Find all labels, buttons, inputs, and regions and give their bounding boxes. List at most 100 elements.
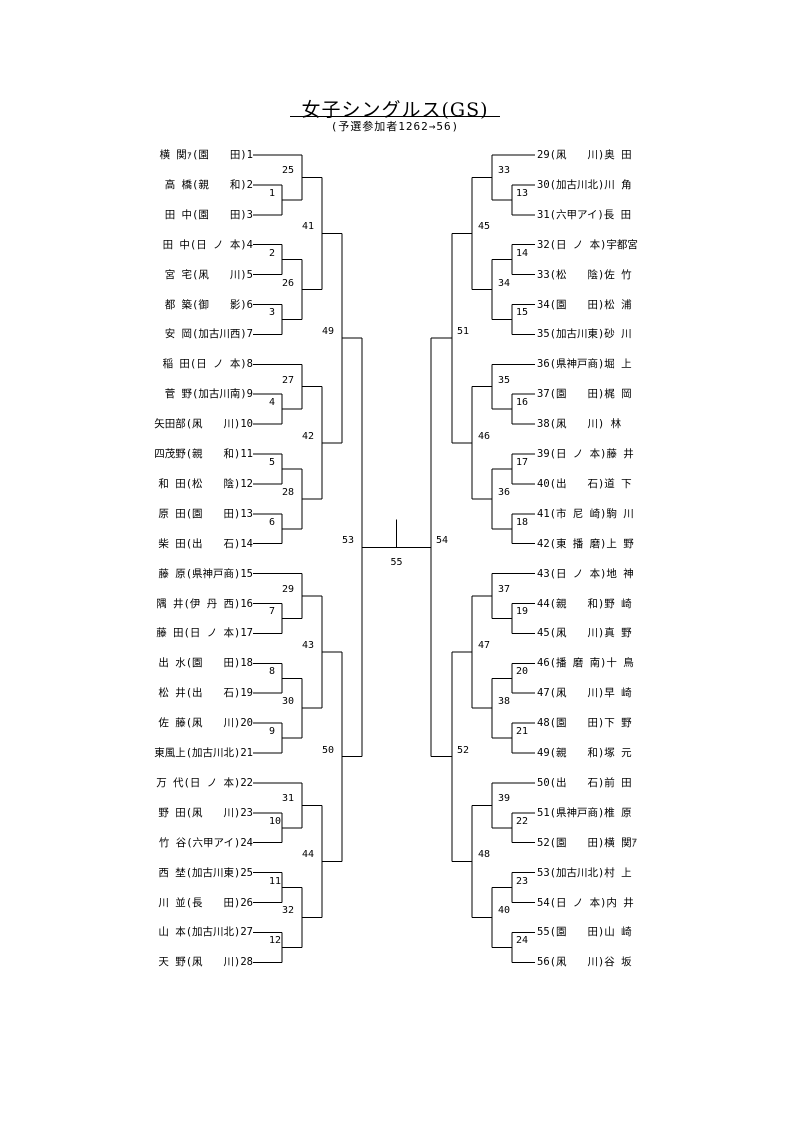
match-number: 15 [516,307,529,319]
match-number: 10 [269,815,282,827]
match-number: 48 [478,849,491,861]
match-number: 36 [498,486,511,498]
match-number: 25 [282,165,295,177]
player-entry: 山 本(加古川北)27 [158,926,253,939]
player-entry: 31(六甲アイ)長 田 [537,208,632,221]
player-entry: 48(園 田)下 野 [537,717,632,730]
player-entry: 安 岡(加古川西)7 [164,328,253,341]
player-entry: 32(日 ノ 本)宇都宮 [537,238,638,251]
match-number: 30 [282,696,295,708]
match-number: 39 [498,793,511,805]
match-number: 55 [390,557,403,569]
player-entry: 野 田(凩 川)23 [158,806,253,819]
player-entry: 藤 田(日 ノ 本)17 [156,627,253,640]
player-entry: 42(東 播 磨)上 野 [537,537,634,550]
match-number: 35 [498,374,511,386]
page-subtitle: (予選参加者1262→56) [330,120,460,133]
match-number: 54 [436,535,449,547]
match-number: 46 [478,430,491,442]
match-number: 52 [457,744,470,756]
match-number: 13 [516,187,529,199]
player-entry: 47(凩 川)早 崎 [537,687,632,700]
player-entry: 56(凩 川)谷 坂 [537,956,632,969]
player-entry: 川 並(長 田)26 [158,896,253,909]
player-entry: 稲 田(日 ノ 本)8 [162,358,253,371]
match-number: 28 [282,486,295,498]
player-entry: 宮 宅(凩 川)5 [164,268,253,281]
match-number: 9 [269,726,276,738]
match-number: 14 [516,247,529,259]
match-number: 24 [516,935,529,947]
player-entry: 矢田部(凩 川)10 [154,418,253,431]
player-entry: 44(親 和)野 崎 [537,597,632,610]
player-entry: 横 関ｧ(園 田)1 [159,149,253,161]
player-entry: 高 橋(親 和)2 [164,178,253,191]
player-entry: 都 築(御 影)6 [164,298,253,311]
player-entry: 佐 藤(凩 川)20 [158,717,253,730]
match-number: 22 [516,815,529,827]
match-number: 42 [302,430,315,442]
player-entry: 51(県神戸商)椎 原 [537,806,632,819]
player-entry: 55(園 田)山 崎 [537,926,632,939]
player-entry: 35(加古川東)砂 川 [537,328,632,341]
player-entry: 53(加古川北)村 上 [537,866,632,879]
match-number: 32 [282,905,295,917]
title-underline [290,116,500,117]
match-number: 17 [516,456,529,468]
match-number: 50 [322,744,335,756]
match-number: 20 [516,666,529,678]
match-number: 19 [516,606,529,618]
match-number: 29 [282,584,295,596]
player-entry: 39(日 ノ 本)藤 井 [537,448,634,460]
page-title: 女子シングルス(GS) [301,99,489,121]
match-number: 2 [269,247,276,259]
player-entry: 田 中(園 田)3 [164,208,253,221]
player-entry: 30(加古川北)川 角 [537,178,632,191]
player-entry: 万 代(日 ノ 本)22 [156,776,253,789]
match-number: 44 [302,849,315,861]
player-entry: 50(出 石)前 田 [537,776,632,789]
match-number: 3 [269,307,276,319]
player-entry: 四茂野(親 和)11 [154,448,253,460]
match-number: 27 [282,374,295,386]
player-entry: 東風上(加古川北)21 [154,747,253,759]
match-number: 38 [498,696,511,708]
match-number: 4 [269,397,276,409]
player-entry: 柴 田(出 石)14 [158,537,253,550]
match-number: 33 [498,165,511,177]
player-entry: 40(出 石)道 下 [537,477,632,490]
match-number: 41 [302,221,315,233]
match-number: 51 [457,326,470,338]
player-entry: 33(松 陰)佐 竹 [537,268,632,281]
player-entry: 出 水(園 田)18 [158,657,253,670]
match-number: 23 [516,875,529,887]
match-number: 1 [269,187,276,199]
player-entry: 54(日 ノ 本)内 井 [537,896,634,909]
player-entry: 田 中(日 ノ 本)4 [162,238,253,251]
match-number: 8 [269,666,276,678]
match-number: 18 [516,516,529,528]
match-number: 43 [302,640,315,652]
player-entry: 和 田(松 陰)12 [158,477,253,490]
player-entry: 29(凩 川)奥 田 [537,149,632,161]
player-entry: 西 埜(加古川東)25 [158,866,253,879]
player-entry: 藤 原(県神戸商)15 [158,567,253,580]
match-number: 26 [282,277,295,289]
player-entry: 37(園 田)梶 岡 [537,388,632,401]
match-number: 5 [269,456,276,468]
player-entry: 原 田(園 田)13 [158,507,253,520]
match-number: 37 [498,584,511,596]
match-number: 16 [516,397,529,409]
match-number: 45 [478,221,491,233]
match-number: 7 [269,606,276,618]
player-entry: 49(親 和)塚 元 [537,747,632,759]
player-entry: 52(園 田)横 関ｱ [537,836,637,849]
match-number: 6 [269,516,276,528]
match-number: 40 [498,905,511,917]
player-entry: 43(日 ノ 本)地 神 [537,567,634,580]
player-entry: 38(凩 川) 林 [537,418,622,431]
player-entry: 菅 野(加古川南)9 [164,388,253,401]
player-entry: 45(凩 川)真 野 [537,627,632,640]
